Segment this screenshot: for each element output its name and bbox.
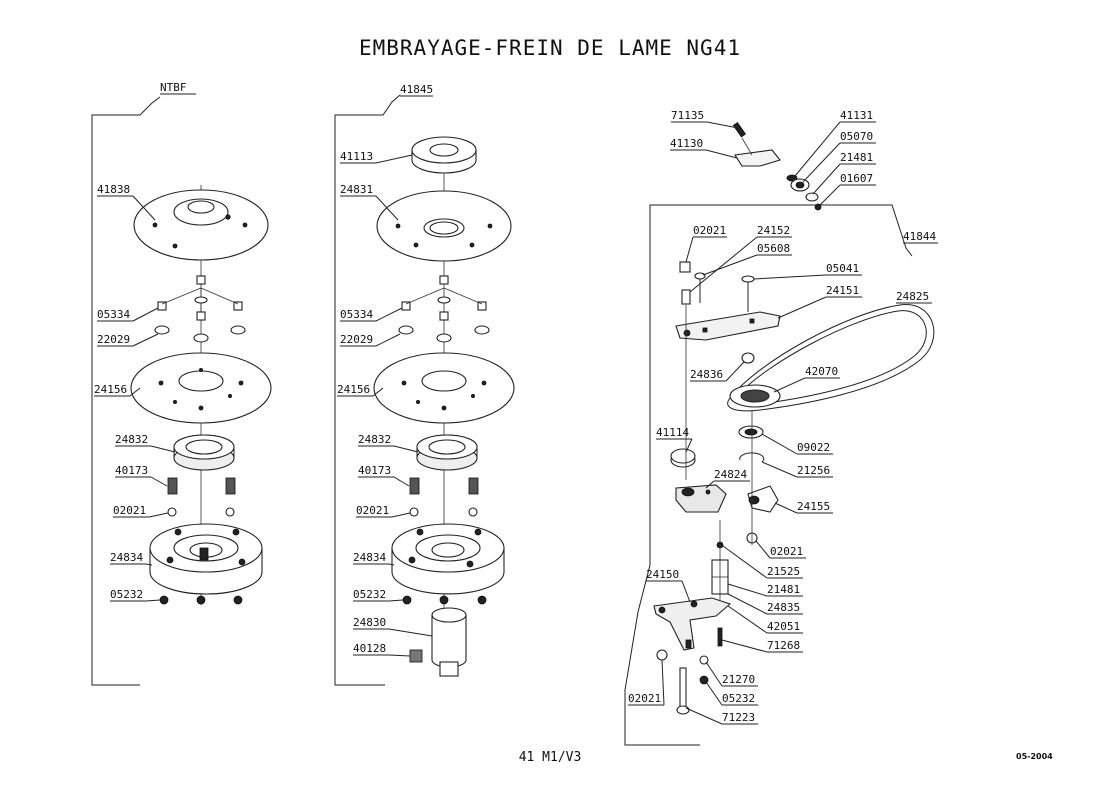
- diagram-title: EMBRAYAGE-FREIN DE LAME NG41: [358, 36, 741, 60]
- group-label-41845: 41845: [400, 83, 433, 96]
- part-lower-fasteners: [656, 649, 709, 715]
- label-21481-lower: 21481: [767, 583, 800, 596]
- middle-part-labels: 41113 24831 05334 22029 24156 24832 4017…: [337, 150, 433, 657]
- label-41838: 41838: [97, 183, 130, 196]
- label-24156: 24156: [94, 383, 127, 396]
- part-41130-bracket: [732, 121, 781, 167]
- part-41131-pulley-stack: [786, 174, 822, 211]
- label-24835: 24835: [767, 601, 800, 614]
- label-05232: 05232: [110, 588, 143, 601]
- part-05232-nuts: [159, 595, 243, 605]
- part-24832-bearing-mid: [416, 434, 478, 471]
- label-42051: 42051: [767, 620, 800, 633]
- label-71135: 71135: [671, 109, 704, 122]
- part-05334-bolts-mid: [398, 275, 490, 343]
- label-24151: 24151: [826, 284, 859, 297]
- label-42070: 42070: [805, 365, 838, 378]
- label-41113: 41113: [340, 150, 373, 163]
- label-05041: 05041: [826, 262, 859, 275]
- label-24150: 24150: [646, 568, 679, 581]
- label-21270: 21270: [722, 673, 755, 686]
- part-41114-spring: [670, 448, 696, 468]
- date-stamp: 05-2004: [1016, 752, 1053, 761]
- label-24830: 24830: [353, 616, 386, 629]
- label-41131: 41131: [840, 109, 873, 122]
- part-24151-lever: [675, 311, 781, 341]
- label-05232-right: 05232: [722, 692, 755, 705]
- right-assembly: 41844: [624, 109, 938, 746]
- part-24150-plate: [653, 597, 732, 651]
- part-24155-clip: [747, 485, 779, 513]
- part-42070-pulley: [729, 352, 781, 408]
- part-71268-pin: [717, 627, 723, 647]
- label-22029-mid: 22029: [340, 333, 373, 346]
- label-05232-mid: 05232: [353, 588, 386, 601]
- middle-assembly: 41845: [334, 83, 515, 686]
- label-24836: 24836: [690, 368, 723, 381]
- part-41838-disc: [133, 189, 269, 261]
- right-part-labels: 71135 41130 41131 05070 21481 01607 0202…: [628, 109, 932, 725]
- part-24834-housing: [149, 523, 263, 595]
- label-40173-mid: 40173: [358, 464, 391, 477]
- label-24825: 24825: [896, 290, 929, 303]
- label-24155: 24155: [797, 500, 830, 513]
- label-02021-right-low: 02021: [628, 692, 661, 705]
- left-assembly: NTBF: [91, 81, 272, 686]
- part-41113-cap: [411, 136, 477, 174]
- label-41114: 41114: [656, 426, 689, 439]
- label-22029: 22029: [97, 333, 130, 346]
- part-bolts-upper: [679, 261, 755, 312]
- part-40128-key: [409, 649, 423, 663]
- label-40128: 40128: [353, 642, 386, 655]
- part-40173-springs: [167, 477, 236, 495]
- part-09022-bearing: [738, 425, 765, 463]
- label-02021-right-top: 02021: [693, 224, 726, 237]
- part-24830-sleeve: [431, 607, 467, 677]
- label-24832-mid: 24832: [358, 433, 391, 446]
- label-24831: 24831: [340, 183, 373, 196]
- label-02021: 02021: [113, 504, 146, 517]
- label-21481-top: 21481: [840, 151, 873, 164]
- label-24832: 24832: [115, 433, 148, 446]
- left-part-labels: 41838 05334 22029 24156 24832 40173 0202…: [94, 183, 176, 602]
- group-label-41844: 41844: [903, 230, 936, 243]
- label-02021-right-mid: 02021: [770, 545, 803, 558]
- page-footer: 41 M1/V3: [518, 750, 582, 765]
- label-05334-mid: 05334: [340, 308, 373, 321]
- label-21256: 21256: [797, 464, 830, 477]
- label-71268: 71268: [767, 639, 800, 652]
- part-24156-disc: [130, 352, 272, 424]
- part-22029-washers: [154, 296, 246, 343]
- part-24831-disc: [376, 190, 512, 262]
- part-24824-cam: [675, 484, 727, 513]
- label-71223: 71223: [722, 711, 755, 724]
- label-05334: 05334: [97, 308, 130, 321]
- part-24156-disc-mid: [373, 352, 515, 424]
- label-05608: 05608: [757, 242, 790, 255]
- label-24156-mid: 24156: [337, 383, 370, 396]
- part-05334-bolts: [157, 275, 243, 321]
- part-24832-bearing: [173, 434, 235, 471]
- label-02021-mid: 02021: [356, 504, 389, 517]
- label-24834-mid: 24834: [353, 551, 386, 564]
- label-09022: 09022: [797, 441, 830, 454]
- label-24824: 24824: [714, 468, 747, 481]
- part-24834-housing-mid: [391, 523, 505, 595]
- label-40173: 40173: [115, 464, 148, 477]
- label-01607: 01607: [840, 172, 873, 185]
- label-41130: 41130: [670, 137, 703, 150]
- label-05070: 05070: [840, 130, 873, 143]
- label-24834: 24834: [110, 551, 143, 564]
- label-24152: 24152: [757, 224, 790, 237]
- group-label-ntbf: NTBF: [160, 81, 187, 94]
- label-21525: 21525: [767, 565, 800, 578]
